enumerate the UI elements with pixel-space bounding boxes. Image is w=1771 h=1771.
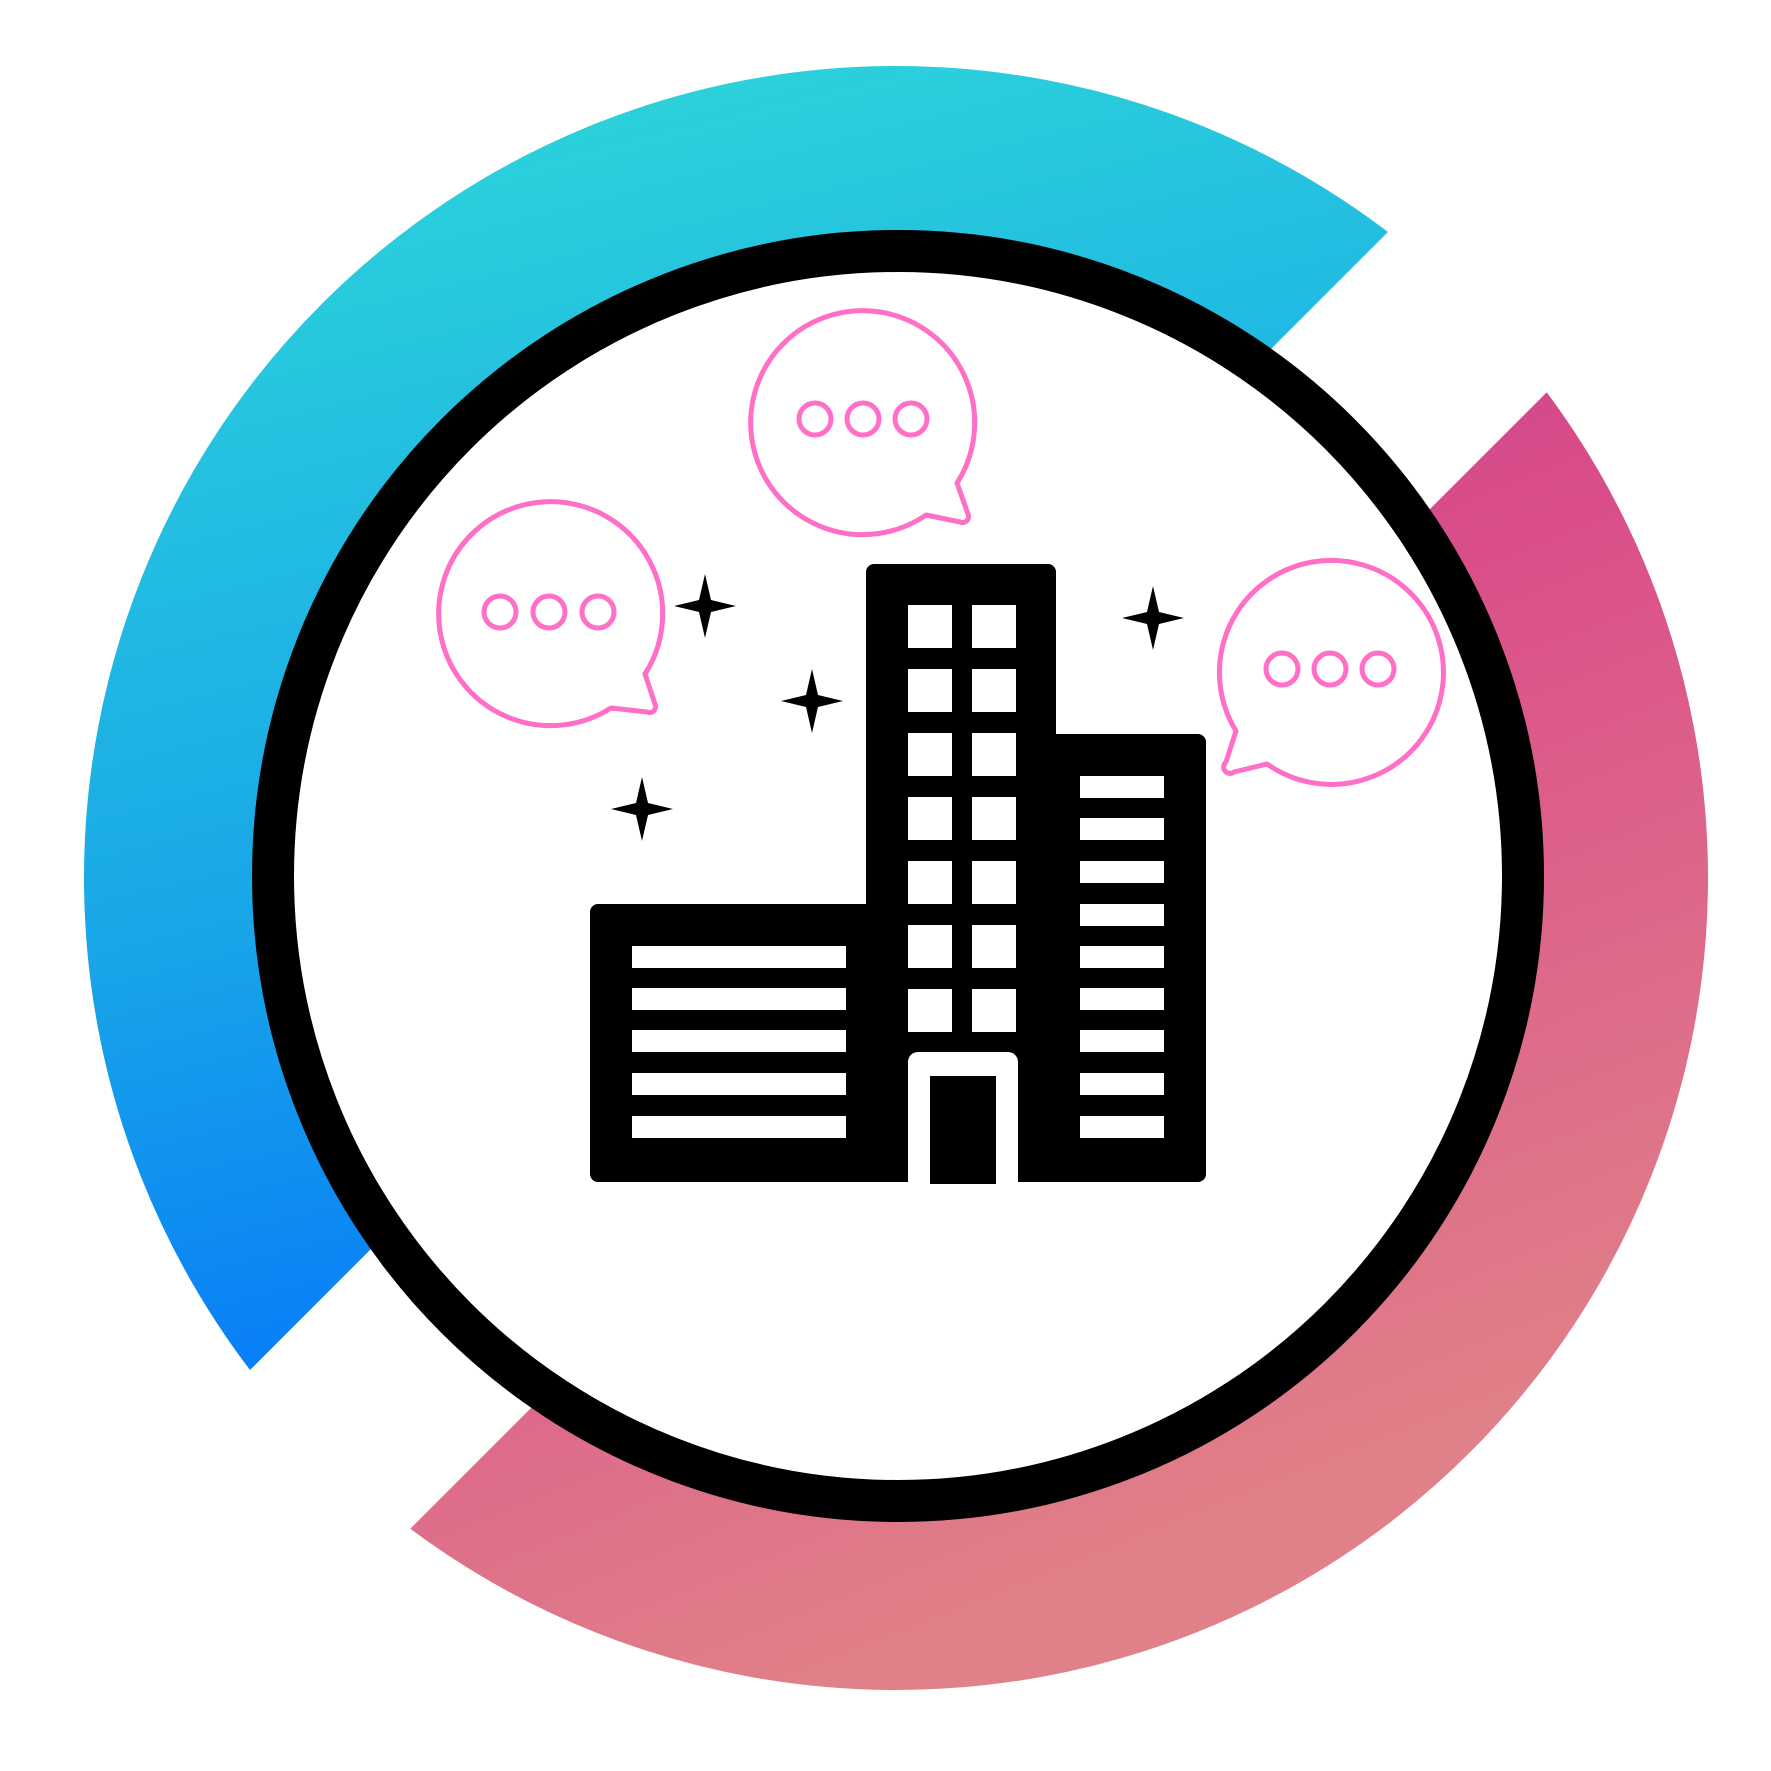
ring-pink-segment: [362, 348, 1708, 1690]
chat-bubble-icon: [436, 308, 1446, 787]
chat-bubble-top: [748, 308, 978, 538]
sparkle-icon: [611, 574, 1184, 841]
building-icon: [590, 564, 1206, 1192]
gradient-ring: [84, 66, 1708, 1690]
sparkle-3: [611, 777, 673, 841]
chat-bubble-right: [1216, 557, 1446, 787]
chat-bubble-left: [436, 499, 666, 729]
sparkle-1: [674, 574, 736, 638]
ring-blue-segment: [84, 66, 1430, 1440]
sparkle-2: [781, 669, 843, 733]
sparkle-4: [1122, 586, 1184, 650]
